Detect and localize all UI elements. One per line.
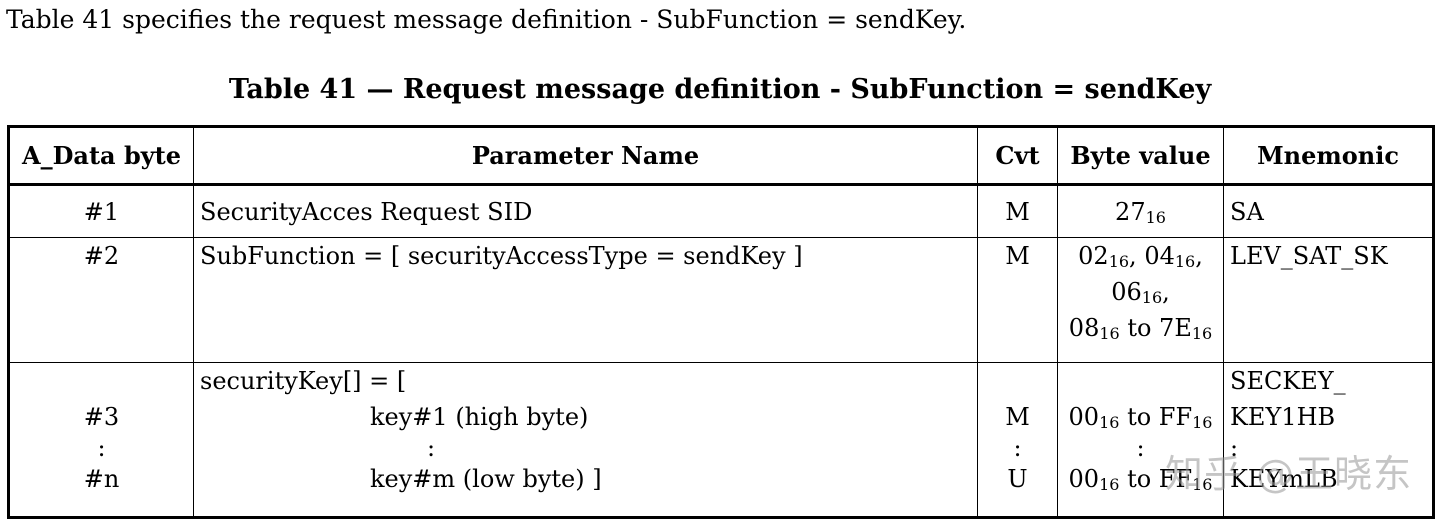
param-line: key#m (low byte) ] bbox=[370, 464, 602, 493]
cell-mnemonic: SECKEY_ KEY1HB : KEYmLB bbox=[1223, 361, 1434, 519]
param-line: : bbox=[427, 433, 436, 462]
byte-line: #3 bbox=[83, 402, 120, 431]
cell-param: SecurityAcces Request SID bbox=[193, 184, 978, 238]
value-subscript: 16 bbox=[1192, 474, 1213, 494]
value-line: 0216, 0416, bbox=[1064, 238, 1217, 274]
value-subscript: 16 bbox=[1099, 474, 1120, 494]
mnemonic-line: : bbox=[1230, 433, 1239, 462]
cell-mnemonic: LEV_SAT_SK bbox=[1223, 236, 1434, 363]
watermark: 知乎 @王晓东 bbox=[1165, 452, 1413, 496]
value-range-text: to FF bbox=[1119, 402, 1193, 431]
value-subscript: 16 bbox=[1174, 251, 1196, 271]
cell-byte: #1 bbox=[8, 184, 194, 238]
table-row: #2 SubFunction = [ securityAccessType = … bbox=[8, 236, 1434, 363]
value-line: 0816 to 7E16 bbox=[1064, 310, 1217, 346]
mnemonic-line: SECKEY_ bbox=[1230, 366, 1346, 395]
header-mnemonic: Mnemonic bbox=[1223, 125, 1434, 187]
spacer-line bbox=[1064, 363, 1217, 399]
cvt-line: : bbox=[1013, 433, 1022, 462]
value-number: 08 bbox=[1068, 313, 1100, 342]
header-a-data-byte: A_Data byte bbox=[8, 125, 194, 187]
value-line: 0016 to FF16 bbox=[1064, 461, 1217, 497]
value-subscript: 16 bbox=[1099, 412, 1120, 432]
value-separator: , bbox=[1195, 241, 1203, 270]
intro-paragraph: Table 41 specifies the request message d… bbox=[6, 5, 967, 34]
cell-cvt: M bbox=[977, 236, 1058, 363]
mnemonic-line: KEY1HB bbox=[1230, 402, 1336, 431]
byte-line: : bbox=[97, 433, 106, 462]
cvt-line: U bbox=[1007, 464, 1028, 493]
cell-byte-value: 0016 to FF16 : 0016 to FF16 bbox=[1057, 361, 1224, 519]
byte-line: #n bbox=[83, 464, 120, 493]
header-cvt: Cvt bbox=[977, 125, 1058, 187]
value-number: 06 bbox=[1111, 277, 1142, 306]
param-line: securityKey[] = [ bbox=[200, 366, 407, 395]
cell-mnemonic: SA bbox=[1223, 184, 1434, 238]
param-line: key#1 (high byte) bbox=[370, 402, 589, 431]
cell-param: SubFunction = [ securityAccessType = sen… bbox=[193, 236, 978, 363]
cell-byte-value: 0216, 0416, 0616, 0816 to 7E16 bbox=[1057, 236, 1224, 363]
value-line: 0616, bbox=[1064, 274, 1217, 310]
value-number: 04 bbox=[1144, 241, 1175, 270]
table-row: #3 : #n securityKey[] = [ key#1 (high by… bbox=[8, 361, 1434, 519]
value-subscript: 16 bbox=[1145, 207, 1166, 227]
value-line: 0016 to FF16 bbox=[1064, 399, 1217, 435]
value-subscript: 16 bbox=[1191, 323, 1213, 343]
cell-byte-value: 2716 bbox=[1057, 184, 1224, 238]
header-byte-value: Byte value bbox=[1057, 125, 1224, 187]
cell-cvt: M : U bbox=[977, 361, 1058, 519]
value-number: 27 bbox=[1115, 197, 1146, 226]
cell-cvt: M bbox=[977, 184, 1058, 238]
mnemonic-line: KEYmLB bbox=[1230, 464, 1338, 493]
value-range-text: to 7E bbox=[1119, 313, 1192, 342]
value-number: 00 bbox=[1068, 402, 1100, 431]
value-subscript: 16 bbox=[1099, 323, 1120, 343]
value-range-text: to FF bbox=[1119, 464, 1193, 493]
value-separator: , bbox=[1162, 277, 1170, 306]
value-subscript: 16 bbox=[1108, 251, 1130, 271]
table-caption: Table 41 — Request message definition - … bbox=[228, 74, 1212, 105]
spacer-line bbox=[16, 363, 187, 399]
value-line: : bbox=[1136, 433, 1145, 462]
table-row: #1 SecurityAcces Request SID M 2716 SA bbox=[8, 184, 1434, 238]
request-message-table: A_Data byte Parameter Name Cvt Byte valu… bbox=[7, 125, 1435, 519]
cvt-line: M bbox=[1005, 402, 1030, 431]
spacer-line bbox=[984, 363, 1051, 399]
header-parameter-name: Parameter Name bbox=[193, 125, 978, 187]
cell-byte: #2 bbox=[8, 236, 194, 363]
value-separator: , bbox=[1129, 241, 1145, 270]
value-subscript: 16 bbox=[1192, 412, 1213, 432]
cell-param: securityKey[] = [ key#1 (high byte) : ke… bbox=[193, 361, 978, 519]
cell-byte: #3 : #n bbox=[8, 361, 194, 519]
value-number: 00 bbox=[1068, 464, 1100, 493]
value-number: 02 bbox=[1078, 241, 1109, 270]
value-subscript: 16 bbox=[1141, 287, 1163, 307]
table-header-row: A_Data byte Parameter Name Cvt Byte valu… bbox=[8, 125, 1434, 187]
